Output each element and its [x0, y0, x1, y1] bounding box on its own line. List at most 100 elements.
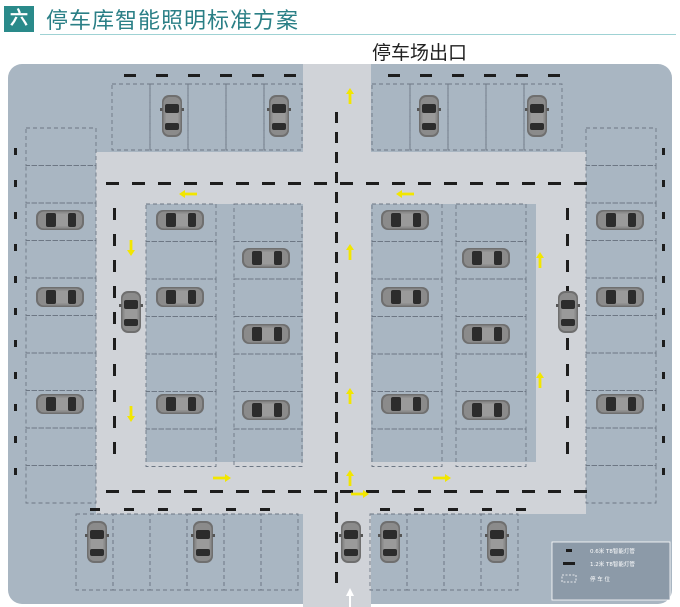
light-fixture — [335, 352, 338, 363]
car — [462, 324, 510, 344]
light-fixture — [574, 182, 587, 185]
light-fixture — [14, 308, 17, 315]
parking-stall — [585, 465, 657, 504]
light-fixture — [236, 182, 249, 185]
light-fixture — [14, 468, 17, 475]
light-fixture — [496, 490, 509, 493]
legend-short-tube-icon — [566, 549, 572, 552]
light-fixture — [548, 182, 561, 185]
parking-stall — [233, 241, 303, 280]
light-fixture — [335, 552, 338, 563]
light-fixture — [132, 490, 145, 493]
light-fixture — [335, 332, 338, 343]
light-fixture — [14, 212, 17, 219]
light-fixture — [484, 74, 496, 77]
light-fixture — [335, 212, 338, 223]
light-fixture — [113, 442, 116, 454]
parking-stall — [523, 83, 563, 151]
light-fixture — [90, 508, 100, 511]
light-fixture — [335, 372, 338, 383]
light-fixture — [516, 508, 526, 511]
car — [36, 287, 84, 307]
light-fixture — [335, 272, 338, 283]
light-fixture — [662, 436, 665, 443]
light-fixture — [448, 508, 458, 511]
light-fixture — [496, 182, 509, 185]
light-fixture — [14, 180, 17, 187]
light-fixture — [548, 490, 561, 493]
light-fixture — [113, 364, 116, 376]
light-fixture — [366, 182, 379, 185]
light-fixture — [132, 182, 145, 185]
light-fixture — [335, 412, 338, 423]
light-fixture — [380, 508, 390, 511]
car — [267, 95, 291, 137]
light-fixture — [284, 74, 296, 77]
car — [596, 210, 644, 230]
light-fixture — [106, 490, 119, 493]
car — [36, 394, 84, 414]
light-fixture — [662, 308, 665, 315]
light-fixture — [158, 182, 171, 185]
light-fixture — [156, 74, 168, 77]
light-fixture — [418, 182, 431, 185]
car — [242, 248, 290, 268]
light-fixture — [662, 372, 665, 379]
car — [191, 521, 215, 563]
car — [339, 521, 363, 563]
light-fixture — [335, 112, 338, 123]
light-fixture — [392, 182, 405, 185]
car — [417, 95, 441, 137]
car — [242, 400, 290, 420]
car — [242, 324, 290, 344]
light-fixture — [662, 468, 665, 475]
light-fixture — [566, 390, 569, 402]
parking-stalls — [25, 83, 657, 591]
parking-stall — [25, 465, 97, 504]
light-fixture — [388, 74, 400, 77]
parking-stall — [233, 278, 303, 317]
light-fixture — [662, 244, 665, 251]
car — [156, 287, 204, 307]
light-fixture — [113, 416, 116, 428]
light-fixture — [470, 490, 483, 493]
light-fixture — [566, 338, 569, 350]
car — [485, 521, 509, 563]
light-fixture — [444, 182, 457, 185]
car — [156, 210, 204, 230]
light-fixture — [335, 232, 338, 243]
light-fixture — [106, 182, 119, 185]
light-fixture — [414, 508, 424, 511]
light-fixture — [522, 182, 535, 185]
light-fixture — [14, 244, 17, 251]
legend-label: 1.2米 T8智能灯管 — [590, 560, 635, 568]
light-fixture — [184, 490, 197, 493]
car — [381, 287, 429, 307]
light-fixture — [158, 490, 171, 493]
light-fixture — [335, 312, 338, 323]
light-fixture — [262, 182, 275, 185]
light-fixture — [14, 148, 17, 155]
light-fixture — [418, 490, 431, 493]
parking-stall — [233, 391, 303, 430]
light-fixture — [452, 74, 464, 77]
light-fixture — [188, 74, 200, 77]
light-fixture — [226, 508, 236, 511]
car — [119, 291, 143, 333]
legend-label: 停 车 位 — [590, 575, 610, 583]
light-fixture — [566, 234, 569, 246]
light-fixture — [516, 74, 528, 77]
legend: 0.6米 T8智能灯管 1.2米 T8智能灯管 停 车 位 — [551, 541, 671, 601]
light-fixture — [566, 208, 569, 220]
light-fixture — [522, 490, 535, 493]
light-fixture — [470, 182, 483, 185]
light-fixture — [335, 512, 338, 523]
light-fixture — [113, 208, 116, 220]
light-fixture — [335, 132, 338, 143]
light-fixture — [335, 172, 338, 183]
exit-label: 停车场出口 — [372, 42, 468, 64]
light-fixture — [340, 490, 353, 493]
light-fixture — [662, 404, 665, 411]
light-fixture — [113, 338, 116, 350]
light-fixture — [113, 312, 116, 324]
